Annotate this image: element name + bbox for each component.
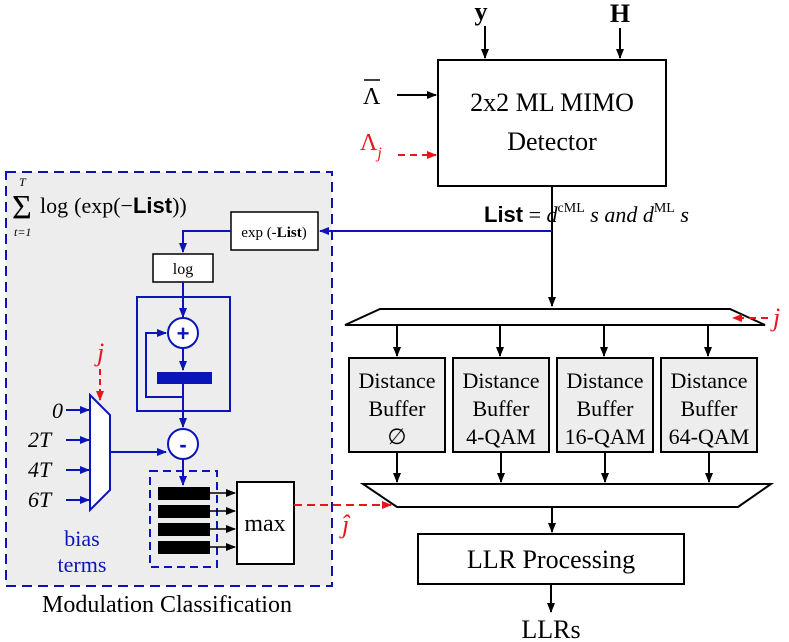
exp-to-log-line [179, 230, 231, 253]
bias-mux [89, 392, 111, 513]
distance-buffer-2: Distance Buffer 4-QAM [452, 357, 550, 453]
score-register-2 [158, 505, 210, 518]
score-register-4 [158, 541, 210, 554]
llr-processing-label: LLR Processing [467, 545, 635, 574]
accumulator-feedback-loop [145, 329, 184, 398]
exp-list-label: exp (-List) [241, 225, 306, 241]
score-register-3 [158, 523, 210, 536]
buffer-1-line3: ∅ [387, 424, 406, 449]
sum-upper-limit: T [19, 175, 27, 189]
bias-2t-label: 2T [28, 427, 53, 452]
buffer-selector-trapezoid [344, 308, 766, 326]
buffer-4-line2: Buffer [680, 396, 738, 421]
max-block [236, 481, 295, 565]
log-block-label: log [173, 261, 193, 278]
log-block [152, 253, 214, 283]
lambda-bar-label: Λ [363, 84, 381, 110]
bias-terms-line1: bias [64, 526, 99, 551]
sum-sigma: Σ [12, 189, 32, 226]
detector-line1: 2x2 ML MIMO [470, 88, 634, 117]
buffer-4-line1: Distance [671, 368, 748, 393]
distance-buffer-1: Distance Buffer ∅ [348, 357, 446, 453]
bias-mux-select-j: j [94, 338, 104, 367]
list-equation-label: List = dcML s and dML s [484, 201, 689, 227]
buffer-2-line2: Buffer [472, 396, 530, 421]
llr-processing-box [417, 533, 685, 585]
buffer-3-line2: Buffer [576, 396, 634, 421]
buffer-2-line3: 4-QAM [466, 424, 536, 449]
distance-buffer-3: Distance Buffer 16-QAM [556, 357, 654, 453]
subtractor-minus: - [179, 432, 186, 457]
buffer-1-line1: Distance [359, 368, 436, 393]
buffer-1-line2: Buffer [368, 396, 426, 421]
score-register-1 [158, 487, 210, 500]
bias-0-label: 0 [52, 398, 63, 423]
sum-log-exp-formula: Σ T t=1 log(exp(−List)) [12, 175, 187, 239]
sum-lower-limit: t=1 [14, 225, 31, 239]
j-hat-label: ĵ [339, 510, 351, 539]
bias-4t-label: 4T [28, 457, 53, 482]
buffer-mux-trapezoid [359, 483, 775, 508]
exp-list-block [230, 211, 319, 251]
modulation-classification-caption: Modulation Classification [42, 592, 292, 618]
selector-j-label: j [770, 303, 780, 332]
buffer-3-line1: Distance [567, 368, 644, 393]
bias-terms-line2: terms [58, 552, 107, 577]
detector-line2: Detector [507, 127, 597, 156]
distance-buffer-4: Distance Buffer 64-QAM [660, 357, 758, 453]
ml-mimo-detector-box [437, 59, 667, 187]
max-label: max [244, 511, 285, 537]
input-y-label: y [475, 0, 488, 26]
formula-body: log(exp(−List)) [40, 193, 187, 218]
llrs-label: LLRs [521, 615, 580, 642]
buffer-4-line3: 64-QAM [669, 424, 750, 449]
score-register-group [149, 470, 218, 568]
accumulator-register [157, 372, 212, 384]
lambda-j-label: Λj [360, 130, 382, 162]
buffer-3-line3: 16-QAM [565, 424, 646, 449]
bias-6t-label: 6T [28, 487, 53, 512]
buffer-2-line1: Distance [463, 368, 540, 393]
input-h-label: H [610, 0, 630, 28]
adder-plus: + [177, 321, 190, 346]
